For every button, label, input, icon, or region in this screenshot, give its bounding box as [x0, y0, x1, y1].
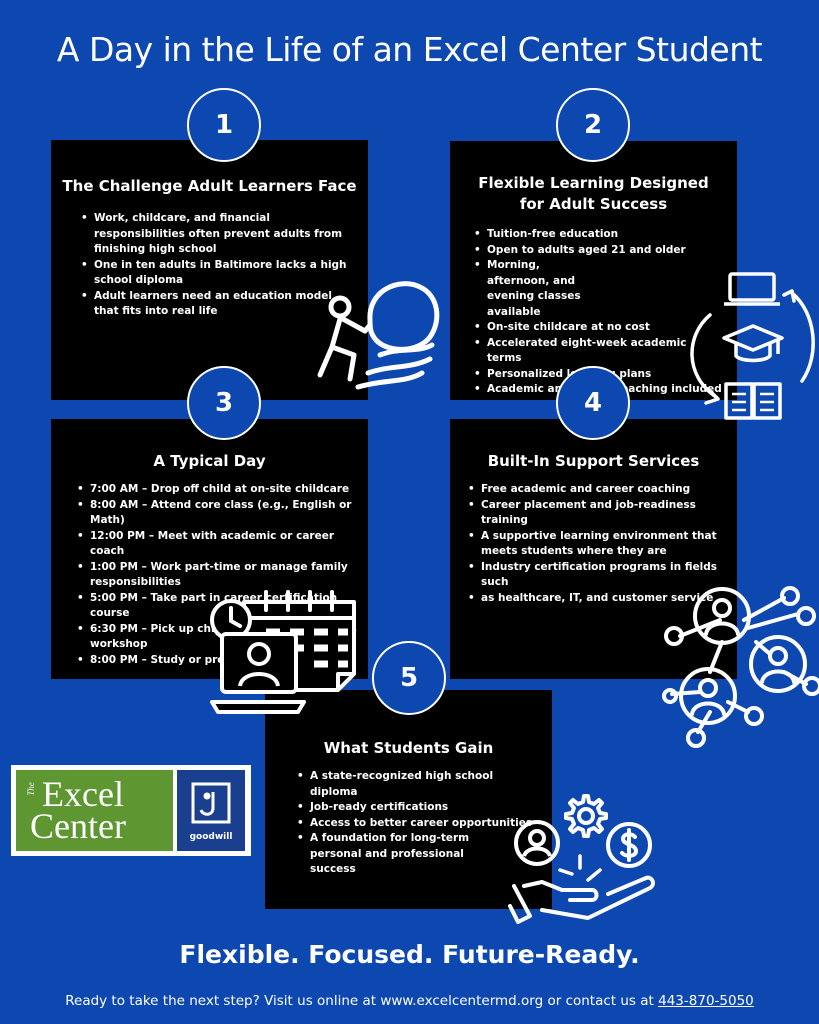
list-item: 1:00 PM – Work part-time or manage famil…	[77, 560, 368, 591]
laptop-icon	[724, 272, 780, 306]
section-heading: Built-In Support Services	[487, 452, 700, 470]
list-item: Morning, afternoon, and evening classes …	[474, 258, 723, 320]
step-number-2: 2	[556, 88, 630, 162]
phone-link[interactable]: 443-870-5050	[658, 993, 754, 1009]
section-typical-day: A Typical Day 7:00 AM – Drop off child a…	[51, 419, 368, 679]
list-item: 7:00 AM – Drop off child at on-site chil…	[77, 482, 368, 498]
bullet-list: A state-recognized high school diploma J…	[297, 769, 542, 878]
section-heading: A Typical Day	[153, 452, 266, 470]
user-icon	[514, 820, 560, 866]
section-support-services: Built-In Support Services Free academic …	[450, 419, 737, 679]
step-number-5: 5	[372, 641, 446, 715]
list-item: 12:00 PM – Meet with academic or career …	[77, 529, 368, 560]
footer: Ready to take the next step? Visit us on…	[0, 993, 819, 1009]
gear-icon	[564, 794, 608, 838]
logo-line-2: Center	[30, 806, 126, 846]
list-item: as healthcare, IT, and customer service	[468, 591, 729, 607]
goodwill-panel: goodwill	[177, 770, 245, 851]
section-heading: What Students Gain	[323, 739, 494, 757]
step-number-3: 3	[187, 366, 261, 440]
cycle-arrows-icon	[690, 289, 815, 405]
bullet-list: Work, childcare, and financial responsib…	[81, 211, 348, 320]
section-students-gain: What Students Gain A state-recognized hi…	[265, 690, 552, 909]
footer-text: Ready to take the next step? Visit us on…	[65, 993, 659, 1009]
list-item: One in ten adults in Baltimore lacks a h…	[81, 258, 348, 289]
excel-center-logo: The Excel Center goodwill	[11, 765, 251, 856]
list-item: Accelerated eight-week academic terms	[474, 336, 723, 367]
logo-green-panel: The Excel Center	[16, 770, 173, 851]
list-item: Tuition-free education	[474, 227, 723, 243]
logo-small-text: The	[25, 782, 36, 796]
list-item: Industry certification programs in field…	[468, 560, 729, 591]
graduation-cap-icon	[722, 324, 784, 363]
hand-icon	[508, 854, 655, 924]
list-item: Free academic and career coaching	[468, 482, 729, 498]
list-item: A supportive learning environment that m…	[468, 529, 729, 560]
bullet-list: Free academic and career coaching Career…	[468, 482, 729, 606]
list-item: Open to adults aged 21 and older	[474, 243, 723, 259]
book-icon	[724, 382, 782, 420]
list-item: Adult learners need an education model t…	[81, 289, 348, 320]
video-user-icon	[210, 632, 306, 714]
list-item: 8:00 AM – Attend core class (e.g., Engli…	[77, 498, 368, 529]
logo-line-1: Excel	[42, 774, 124, 814]
heading-line: for Adult Success	[519, 195, 668, 213]
list-item: Job-ready certifications	[297, 800, 542, 816]
page-title: A Day in the Life of an Excel Center Stu…	[56, 30, 763, 69]
boulder-push-icon	[317, 281, 440, 390]
list-item: A foundation for long-term personal and …	[297, 831, 542, 878]
list-item: Work, childcare, and financial responsib…	[81, 211, 348, 258]
step-number-1: 1	[187, 88, 261, 162]
list-item: Access to better career opportunities	[297, 816, 542, 832]
heading-line: Flexible Learning Designed	[478, 174, 709, 192]
section-flexible-learning: Flexible Learning Designed for Adult Suc…	[450, 141, 737, 400]
section-heading: Flexible Learning Designed for Adult Suc…	[450, 173, 737, 215]
dollar-icon	[606, 822, 652, 868]
network-people-icon	[662, 586, 819, 748]
section-heading: The Challenge Adult Learners Face	[62, 177, 357, 195]
goodwill-smile-icon	[191, 782, 231, 824]
list-item: Career placement and job-readiness train…	[468, 498, 729, 529]
tagline: Flexible. Focused. Future-Ready.	[179, 940, 640, 969]
list-item: On-site childcare at no cost	[474, 320, 723, 336]
list-item: A state-recognized high school diploma	[297, 769, 542, 800]
step-number-4: 4	[556, 366, 630, 440]
section-challenge: The Challenge Adult Learners Face Work, …	[51, 140, 368, 400]
goodwill-label: goodwill	[189, 832, 233, 842]
